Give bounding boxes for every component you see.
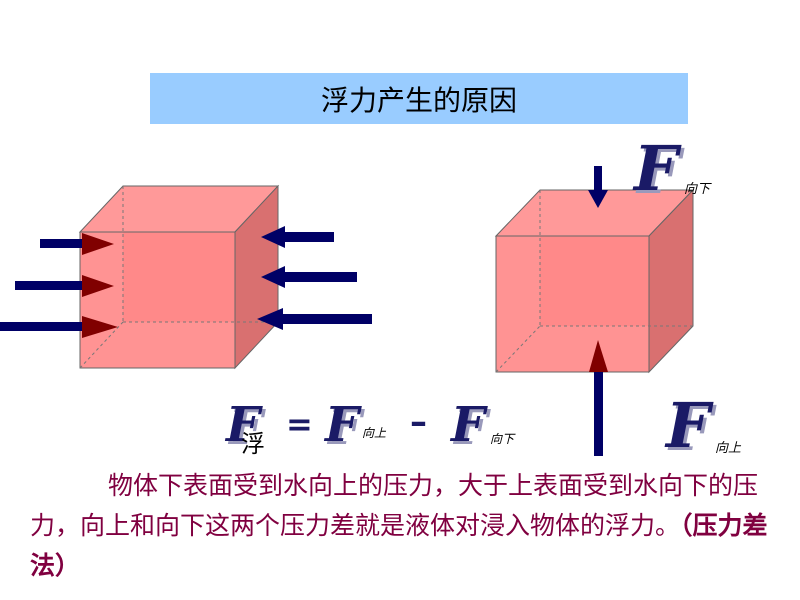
right-arrows-inward <box>257 226 372 330</box>
left-cube <box>78 184 280 370</box>
formula-f-down: F <box>451 397 486 453</box>
arrow-head <box>82 316 118 338</box>
arrow-shaft <box>40 239 85 248</box>
right-cube <box>494 188 695 374</box>
explanation-paragraph: 物体下表面受到水向上的压力，大于上表面受到水向下的压力，向上和向下这两个压力差就… <box>30 466 790 586</box>
page-title: 浮力产生的原因 <box>320 83 517 117</box>
arrow-shaft <box>0 322 85 331</box>
f-down-symbol: F <box>634 132 679 205</box>
arrow-shaft <box>594 368 603 456</box>
arrow-head <box>82 275 114 297</box>
arrow-head <box>82 233 114 255</box>
arrow-shaft <box>282 314 372 324</box>
arrow-head <box>588 190 608 208</box>
arrow-head <box>261 266 285 288</box>
formula-minus: – <box>410 402 427 442</box>
arrow-shaft <box>284 232 334 242</box>
arrow-head <box>257 308 283 330</box>
arrow-up-from-bottom <box>589 340 608 456</box>
f-up-subscript: 向上 <box>715 441 742 456</box>
left-arrows-inward <box>0 233 118 338</box>
arrow-head <box>589 340 608 372</box>
arrow-shaft <box>594 166 602 192</box>
formula-f-buoyancy: F <box>226 397 261 453</box>
arrow-shaft <box>15 281 85 290</box>
formula-sub-up: 向上 <box>362 426 387 440</box>
right-cube-front-face <box>495 235 650 373</box>
formula-sub-down: 向下 <box>490 432 515 446</box>
formula-sub-buoyancy: 浮 <box>241 430 265 458</box>
formula-f-up: F <box>325 397 360 453</box>
f-up-symbol: F <box>666 389 711 462</box>
explanation-text: 物体下表面受到水向上的压力，大于上表面受到水向下的压力，向上和向下这两个压力差就… <box>30 471 759 540</box>
formula-equals: = <box>286 405 313 443</box>
pressure-difference-method: （压力差法） <box>30 511 768 580</box>
arrow-head <box>261 226 285 248</box>
left-cube-front-face <box>79 231 236 369</box>
f-down-subscript: 向下 <box>684 182 711 197</box>
arrow-shaft <box>284 272 357 282</box>
arrow-down-on-top <box>588 166 608 208</box>
title-banner: 浮力产生的原因 <box>150 73 688 124</box>
